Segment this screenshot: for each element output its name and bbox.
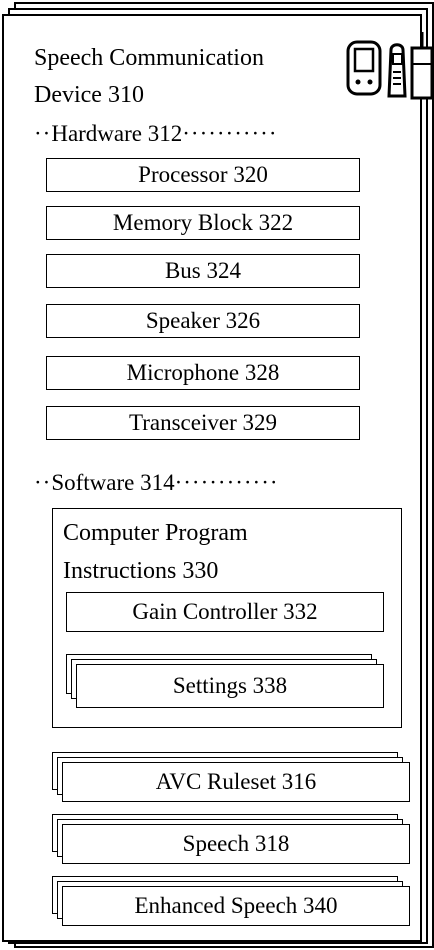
processor-box: Processor 320 — [46, 158, 360, 192]
device-title-line2: Device 310 — [34, 82, 144, 108]
speaker-box: Speaker 326 — [46, 304, 360, 338]
avc-ruleset-box: AVC Ruleset 316 — [62, 762, 410, 802]
memory-block-box: Memory Block 322 — [46, 206, 360, 240]
microphone-box: Microphone 328 — [46, 356, 360, 390]
program-title-line2: Instructions 330 — [63, 558, 219, 584]
mobile-phone-icon — [387, 43, 407, 98]
program-title-line1: Computer Program — [63, 520, 248, 546]
hardware-section-label: ··Hardware 312··········· — [34, 121, 278, 146]
enhanced-speech-box: Enhanced Speech 340 — [62, 886, 410, 926]
software-label: Software 314 — [51, 470, 175, 495]
bus-box: Bus 324 — [46, 254, 360, 288]
speech-box: Speech 318 — [62, 824, 410, 864]
walkie-talkie-icon — [410, 32, 434, 100]
device-title-line1: Speech Communication — [34, 45, 264, 71]
transceiver-box: Transceiver 329 — [46, 406, 360, 440]
gain-controller-box: Gain Controller 332 — [66, 592, 384, 632]
hardware-label: Hardware 312 — [51, 121, 183, 146]
software-section-label: ··Software 314············ — [34, 470, 279, 495]
settings-box: Settings 338 — [76, 664, 384, 708]
pda-icon — [346, 40, 382, 96]
